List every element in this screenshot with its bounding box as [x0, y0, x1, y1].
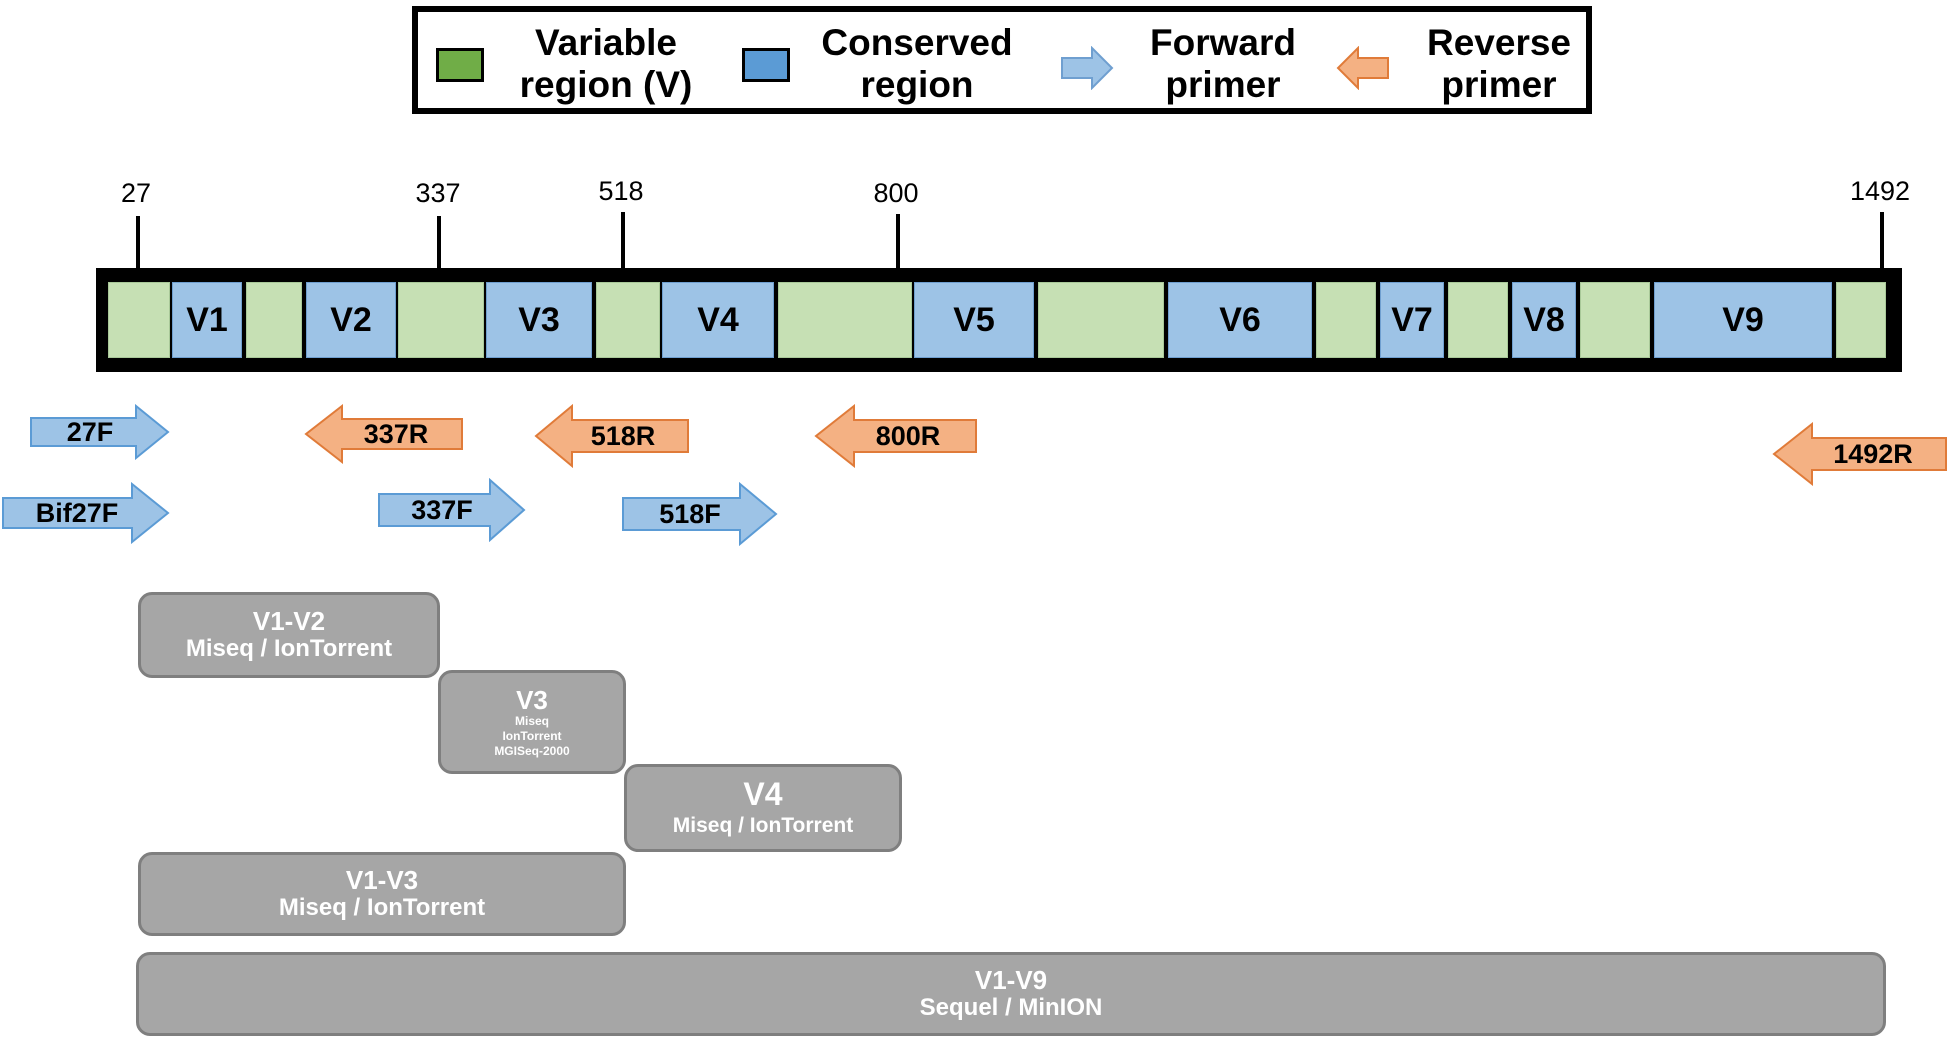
- conserved-segment: [1448, 282, 1508, 358]
- primer-337f: 337F: [378, 478, 526, 542]
- segment-v1: V1: [172, 282, 242, 358]
- tick-label-337: 337: [415, 178, 461, 208]
- tick-line-518: [621, 212, 625, 272]
- amplicon-platform: Miseq / IonTorrent: [185, 635, 393, 662]
- tick-line-800: [896, 214, 900, 272]
- forward-arrow-icon: [378, 478, 526, 542]
- amplicon-platform: Miseq / IonTorrent: [278, 894, 486, 921]
- amplicon-v1-v9: V1-V9 Sequel / MinION: [136, 952, 1886, 1036]
- tick-label-800: 800: [873, 178, 919, 208]
- amplicon-title: V1-V2: [252, 606, 326, 636]
- segment-v4: V4: [662, 282, 774, 358]
- reverse-arrow-icon: [304, 404, 463, 464]
- reverse-arrow-icon: [814, 404, 977, 468]
- 16s-gene-bar: V1 V2 V3 V4 V5 V6 V7 V8 V9: [96, 268, 1902, 372]
- amplicon-v1-v2: V1-V2 Miseq / IonTorrent: [138, 592, 440, 678]
- amplicon-title: V3: [516, 684, 548, 715]
- primer-bif27f: Bif27F: [2, 482, 170, 544]
- segment-v3: V3: [486, 282, 592, 358]
- conserved-segment: [246, 282, 302, 358]
- amplicon-v1-v3: V1-V3 Miseq / IonTorrent: [138, 852, 626, 936]
- conserved-segment: [778, 282, 912, 358]
- tick-label-518: 518: [598, 176, 644, 206]
- primer-label-bif27f: Bif27F: [35, 497, 119, 528]
- forward-arrow-icon: [622, 482, 778, 546]
- legend-label-reverse: Reverse primer: [1426, 22, 1571, 105]
- forward-arrow-icon: [2, 482, 170, 544]
- segment-v5: V5: [914, 282, 1034, 358]
- primer-label-337r: 337R: [363, 418, 429, 449]
- legend-swatch-variable: [436, 48, 484, 82]
- forward-arrow-icon: [30, 404, 170, 460]
- tick-label-27: 27: [120, 178, 152, 208]
- reverse-arrow-icon: [534, 404, 689, 468]
- segment-v7: V7: [1380, 282, 1444, 358]
- primer-800r: 800R: [814, 404, 978, 468]
- amplicon-platform: IonTorrent: [502, 728, 562, 743]
- primer-label-518f: 518F: [659, 498, 721, 529]
- primer-label-800r: 800R: [875, 420, 941, 451]
- legend-swatch-conserved: [742, 48, 790, 82]
- conserved-segment: [398, 282, 484, 358]
- conserved-segment: [1316, 282, 1376, 358]
- amplicon-platform: MGISeq-2000: [494, 743, 570, 758]
- segment-v8: V8: [1512, 282, 1576, 358]
- tick-label-1492: 1492: [1849, 176, 1911, 206]
- primer-label-518r: 518R: [590, 420, 656, 451]
- tick-line-1492: [1880, 212, 1884, 272]
- amplicon-platform: Sequel / MinION: [919, 994, 1103, 1021]
- primer-518f: 518F: [622, 482, 778, 546]
- amplicon-platform: Miseq / IonTorrent: [672, 814, 854, 837]
- primer-27f: 27F: [30, 404, 170, 460]
- primer-337r: 337R: [304, 404, 464, 464]
- reverse-arrow-icon: [1772, 422, 1947, 486]
- amplicon-platform: Miseq: [514, 713, 549, 728]
- amplicon-title: V4: [743, 776, 783, 812]
- conserved-segment: [1836, 282, 1886, 358]
- primer-1492r: 1492R: [1772, 422, 1948, 486]
- segment-v2: V2: [306, 282, 396, 358]
- legend-label-conserved: Conserved region: [821, 22, 1013, 105]
- primer-518r: 518R: [534, 404, 690, 468]
- legend-label-forward: Forward primer: [1150, 22, 1296, 105]
- conserved-segment: [596, 282, 660, 358]
- legend: Variable region (V) Conserved region For…: [412, 6, 1592, 114]
- amplicon-v4: V4 Miseq / IonTorrent: [624, 764, 902, 852]
- tick-line-337: [437, 216, 441, 272]
- amplicon-title: V1-V9: [974, 965, 1048, 995]
- tick-line-27: [136, 216, 140, 272]
- legend-label-variable: Variable region (V): [519, 22, 693, 105]
- reverse-arrow-icon: [1336, 46, 1389, 90]
- segment-v9: V9: [1654, 282, 1832, 358]
- conserved-segment: [108, 282, 170, 358]
- conserved-segment: [1580, 282, 1650, 358]
- amplicon-title: V1-V3: [345, 865, 419, 895]
- amplicon-v3: V3 Miseq IonTorrent MGISeq-2000: [438, 670, 626, 774]
- forward-arrow-icon: [1061, 46, 1114, 90]
- primer-label-27f: 27F: [66, 416, 114, 447]
- segment-v6: V6: [1168, 282, 1312, 358]
- primer-label-337f: 337F: [411, 494, 473, 525]
- conserved-segment: [1038, 282, 1164, 358]
- primer-label-1492r: 1492R: [1833, 438, 1913, 469]
